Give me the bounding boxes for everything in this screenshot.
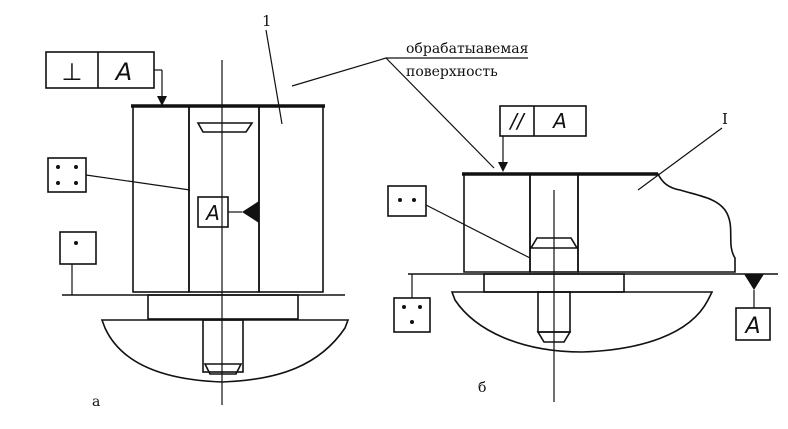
- frame-datum-b: A: [551, 109, 567, 133]
- caption-b: б: [478, 380, 486, 396]
- part-body-b-right: [577, 173, 736, 273]
- support-symbol-4: [47, 157, 191, 193]
- part-number-a: 1: [262, 12, 272, 30]
- locating-pin-a: [202, 319, 244, 373]
- datum-triangle-b: [744, 274, 764, 290]
- datum-label-b: A: [743, 314, 760, 339]
- caption-a: а: [92, 394, 100, 410]
- datum-triangle-a: [242, 201, 259, 223]
- perpendicularity-symbol: ⊥: [62, 58, 83, 86]
- annotation-line1: обрабатыавемая: [406, 41, 529, 57]
- perpendicularity-frame: ⊥ A: [45, 51, 167, 106]
- support-symbol-3: [393, 274, 431, 333]
- datum-label-a: A: [204, 201, 220, 225]
- parallelism-frame: // A: [498, 105, 587, 172]
- part-body-b-left: [463, 173, 531, 273]
- part-body-left: [132, 105, 190, 293]
- fixture-b: [450, 291, 714, 353]
- counterbore: [196, 122, 254, 133]
- support-symbol-1: [59, 231, 97, 295]
- machined-surface-annotation: обрабатыавемая поверхность: [291, 41, 529, 169]
- part-number-b: I: [722, 110, 728, 128]
- figure-a: ⊥ A 1 A: [45, 12, 350, 410]
- leader-to-figure-a: [291, 57, 387, 87]
- leader-to-figure-b: [385, 57, 495, 169]
- support-symbol-2: [387, 185, 531, 259]
- counterbore-b: [529, 237, 579, 249]
- figure-b: // A I: [387, 105, 778, 402]
- parallelism-symbol: //: [508, 109, 526, 133]
- frame-datum-a: A: [114, 58, 132, 86]
- annotation-line2: поверхность: [406, 64, 498, 80]
- part-body-right: [258, 105, 324, 293]
- bore: [188, 105, 260, 293]
- fixture-a: [100, 319, 350, 383]
